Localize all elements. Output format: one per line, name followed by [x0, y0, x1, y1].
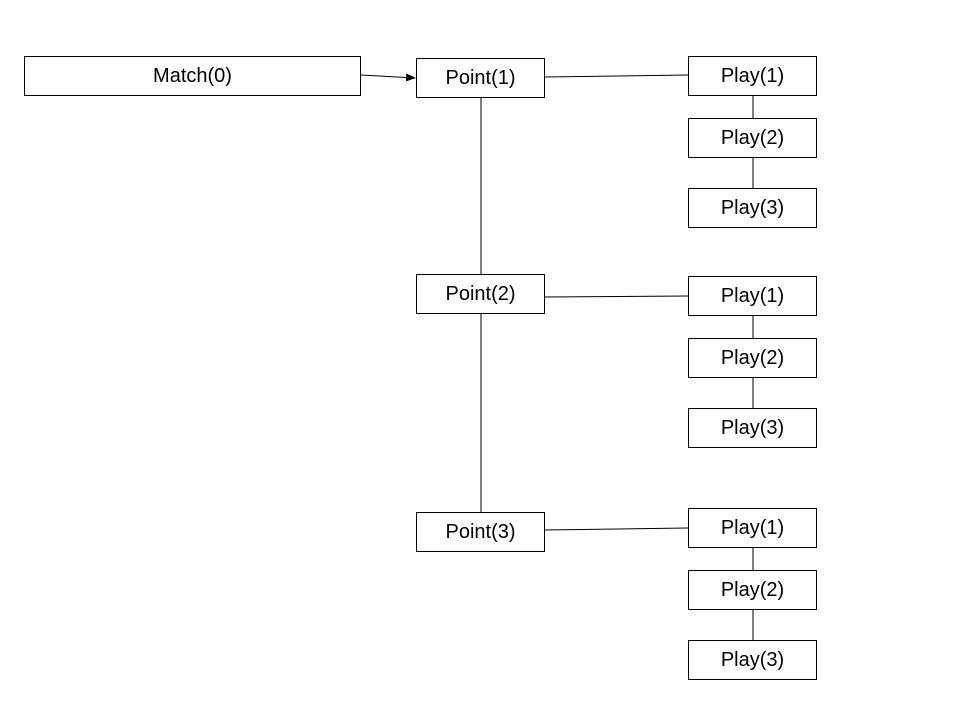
point-3-to-play-1-line: [544, 527, 689, 531]
point-2-to-play-1-line: [544, 295, 689, 298]
point-node-3: Point(3): [416, 512, 545, 552]
point-1-play-node-2: Play(2): [688, 118, 817, 158]
point-3-play-node-1: Play(1): [688, 508, 817, 548]
point-node-1: Point(1): [416, 58, 545, 98]
match-node: Match(0): [24, 56, 361, 96]
point-1-play-node-1: Play(1): [688, 56, 817, 96]
point-3-play-node-2: Play(2): [688, 570, 817, 610]
match-to-point-1-arrow: [360, 73, 416, 82]
point-3-play-node-3: Play(3): [688, 640, 817, 680]
point-node-2: Point(2): [416, 274, 545, 314]
point-1-to-play-1-line: [544, 74, 689, 78]
point-2-play-node-2: Play(2): [688, 338, 817, 378]
point-2-play-node-3: Play(3): [688, 408, 817, 448]
point-1-play-node-3: Play(3): [688, 188, 817, 228]
point-2-play-node-1: Play(1): [688, 276, 817, 316]
